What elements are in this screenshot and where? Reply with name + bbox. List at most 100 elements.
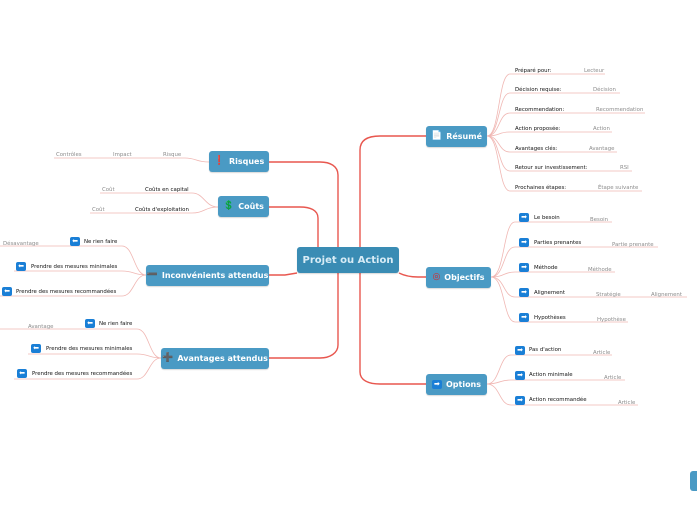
resume-item-value[interactable]: Lecteur xyxy=(584,68,605,74)
options-item-value[interactable]: Article xyxy=(618,400,636,406)
resume-item-value[interactable]: Étape suivante xyxy=(598,185,639,191)
leaf-line xyxy=(486,73,605,137)
couts-item-label[interactable]: Coûts d'exploitation xyxy=(135,207,189,213)
options-item-value[interactable]: Article xyxy=(593,350,611,356)
avantages-item-label[interactable]: Ne rien faire xyxy=(99,321,133,327)
leaf-line xyxy=(486,112,645,137)
topic-options-label: Options xyxy=(445,380,482,389)
leaf-line xyxy=(486,131,612,137)
inconvenients-item-value[interactable]: Désavantage xyxy=(3,241,39,247)
topic-objectifs-label: Objectifs xyxy=(444,273,485,282)
leaf-line xyxy=(486,354,612,385)
resume-item-label[interactable]: Recommendation: xyxy=(515,107,565,113)
topic-resume-label: Résumé xyxy=(446,132,483,141)
avantages-item-label[interactable]: Prendre des mesures recommandées xyxy=(32,371,133,377)
topic-inconvenients-label: Inconvénients attendus xyxy=(161,271,269,280)
leaf-line xyxy=(54,157,210,163)
link-risques xyxy=(269,161,339,247)
objectifs-item-value[interactable]: Méthode xyxy=(588,267,612,273)
inconvenients-item-label[interactable]: Prendre des mesures recommandées xyxy=(16,289,117,295)
objectifs-item-value[interactable]: Stratégie xyxy=(596,292,621,298)
topic-inconvenients[interactable]: ➖ Inconvénients attendus xyxy=(146,265,269,286)
leaf-line xyxy=(90,206,219,214)
risques-chain-item[interactable]: Impact xyxy=(113,152,132,158)
leaf-line xyxy=(0,245,147,276)
avantages-item-label[interactable]: Prendre des mesures minimales xyxy=(46,346,133,352)
options-item-value[interactable]: Article xyxy=(604,375,622,381)
leaf-line xyxy=(486,135,642,192)
inconvenients-item-label[interactable]: Ne rien faire xyxy=(84,239,118,245)
risques-chain-item[interactable]: Contrôles xyxy=(56,152,82,158)
resume-item-value[interactable]: Avantage xyxy=(589,146,615,152)
leaf-line xyxy=(490,221,612,278)
leaf-line xyxy=(486,92,620,137)
options-item-label[interactable]: Action recommandée xyxy=(529,397,587,403)
arrow-right-icon: ➡ xyxy=(519,313,529,322)
topic-avantages[interactable]: ➕ Avantages attendus xyxy=(161,348,269,369)
arrow-left-icon: ⬅ xyxy=(31,344,41,353)
arrow-right-icon: ➡ xyxy=(515,346,525,355)
arrow-right-icon: ➡ xyxy=(431,380,442,389)
resume-item-label[interactable]: Action proposée: xyxy=(515,126,561,132)
resume-item-value[interactable]: Décision xyxy=(593,87,616,93)
options-item-label[interactable]: Pas d'action xyxy=(529,347,562,353)
leaf-line xyxy=(14,357,162,380)
objectifs-item-value[interactable]: Besoin xyxy=(590,217,609,223)
arrow-left-icon: ⬅ xyxy=(16,262,26,271)
arrow-left-icon: ⬅ xyxy=(17,369,27,378)
objectifs-item-value[interactable]: Hypothèse xyxy=(597,317,626,323)
central-topic-label: Projet ou Action xyxy=(302,254,394,266)
leaf-line xyxy=(486,379,625,385)
topic-risques[interactable]: ❗ Risques xyxy=(209,151,269,172)
inconvenients-item-label[interactable]: Prendre des mesures minimales xyxy=(31,264,118,270)
dollar-icon: 💲 xyxy=(223,201,235,211)
leaf-line xyxy=(486,383,638,406)
resume-item-label[interactable]: Préparé pour: xyxy=(515,68,552,74)
resume-item-value[interactable]: Action xyxy=(593,126,610,132)
resume-item-value[interactable]: RSI xyxy=(620,165,629,171)
leaf-line xyxy=(28,353,162,359)
resume-item-label[interactable]: Retour sur investissement: xyxy=(515,165,588,171)
link-avantages xyxy=(269,273,339,359)
target-icon: ◎ xyxy=(432,272,441,282)
document-icon: 📄 xyxy=(430,131,443,141)
leaf-line xyxy=(490,246,658,278)
leaf-line xyxy=(490,276,687,298)
objectifs-item-label[interactable]: Alignement xyxy=(534,290,565,296)
link-resume xyxy=(359,135,426,247)
couts-item-value[interactable]: Coût xyxy=(102,187,115,193)
topic-couts[interactable]: 💲 Coûts xyxy=(218,196,269,217)
central-topic[interactable]: Projet ou Action xyxy=(297,247,399,273)
topic-options[interactable]: ➡ Options xyxy=(426,374,487,395)
couts-item-label[interactable]: Coûts en capital xyxy=(145,187,189,193)
arrow-left-icon: ⬅ xyxy=(85,319,95,328)
leaf-line xyxy=(0,274,147,297)
topic-couts-label: Coûts xyxy=(238,202,264,211)
resume-item-label[interactable]: Décision requise: xyxy=(515,87,562,93)
leaf-line xyxy=(490,276,628,323)
link-couts xyxy=(269,206,319,247)
options-item-label[interactable]: Action minimale xyxy=(529,372,573,378)
arrow-left-icon: ⬅ xyxy=(70,237,80,246)
objectifs-item-value[interactable]: Partie prenante xyxy=(612,242,654,248)
arrow-right-icon: ➡ xyxy=(515,371,525,380)
couts-item-value[interactable]: Coût xyxy=(92,207,105,213)
resume-item-value[interactable]: Recommendation xyxy=(596,107,644,113)
objectifs-item-label[interactable]: Hypothèses xyxy=(534,315,566,321)
arrow-right-icon: ➡ xyxy=(519,263,529,272)
resume-item-label[interactable]: Prochaines étapes: xyxy=(515,185,567,191)
leaf-line xyxy=(14,270,147,276)
avantages-item-value[interactable]: Avantage xyxy=(28,324,54,330)
objectifs-item-label[interactable]: Méthode xyxy=(534,265,558,271)
resume-item-label[interactable]: Avantages clés: xyxy=(515,146,558,152)
topic-objectifs[interactable]: ◎ Objectifs xyxy=(426,267,491,288)
risques-chain-item[interactable]: Risque xyxy=(163,152,182,158)
objectifs-item-label[interactable]: Le besoin xyxy=(534,215,560,221)
objectifs-item-value[interactable]: Alignement xyxy=(651,292,682,298)
objectifs-item-label[interactable]: Parties prenantes xyxy=(534,240,582,246)
side-panel-handle[interactable] xyxy=(690,471,697,491)
topic-resume[interactable]: 📄 Résumé xyxy=(426,126,487,147)
topic-risques-label: Risques xyxy=(228,157,265,166)
link-inconvenients xyxy=(269,272,298,276)
